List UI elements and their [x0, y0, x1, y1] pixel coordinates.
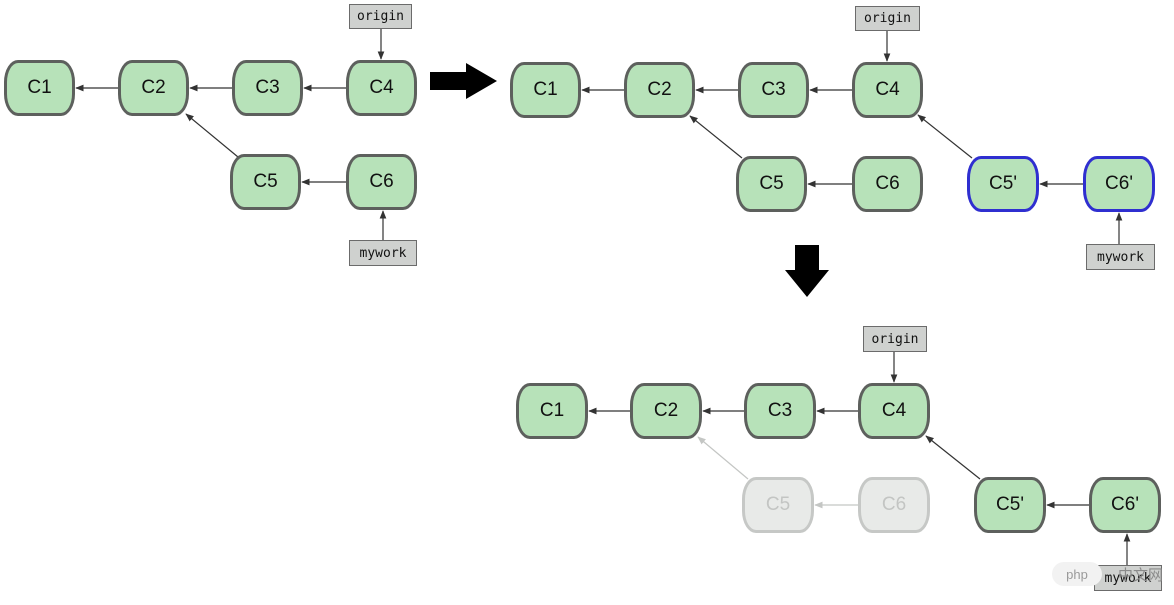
edge-c5-c2-faded	[697, 436, 749, 480]
commit-c1: C1	[516, 383, 588, 439]
mywork-ref: mywork	[1086, 244, 1155, 270]
watermark-badge: php	[1052, 562, 1102, 586]
commit-c3: C3	[744, 383, 816, 439]
mywork-ref: mywork	[349, 240, 417, 266]
commit-c1: C1	[4, 60, 75, 116]
commit-c2: C2	[118, 60, 189, 116]
commit-c2: C2	[624, 62, 695, 118]
commit-c6-prime: C6'	[1089, 477, 1161, 533]
edge-c5-c2	[689, 115, 743, 159]
commit-c3: C3	[738, 62, 809, 118]
commit-c5-prime: C5'	[974, 477, 1046, 533]
commit-c6: C6	[346, 154, 417, 210]
commit-c5-orphaned: C5	[742, 477, 814, 533]
commit-c1: C1	[510, 62, 581, 118]
mywork-ref: mywork	[1094, 565, 1162, 591]
commit-c6-orphaned: C6	[858, 477, 930, 533]
origin-ref: origin	[863, 326, 927, 352]
commit-c6: C6	[852, 156, 923, 212]
transition-arrow-down	[785, 245, 829, 297]
edge-c5-c2	[185, 113, 239, 158]
watermark-text: 中文网	[1118, 566, 1164, 584]
commit-c3: C3	[232, 60, 303, 116]
edge-c5p-c4	[925, 435, 981, 480]
origin-ref: origin	[349, 4, 412, 29]
commit-c4: C4	[346, 60, 417, 116]
commit-c2: C2	[630, 383, 702, 439]
commit-c4: C4	[852, 62, 923, 118]
origin-ref: origin	[855, 6, 920, 31]
transition-arrow-right	[430, 63, 497, 99]
commit-c5: C5	[736, 156, 807, 212]
commit-c6-prime: C6'	[1083, 156, 1155, 212]
commit-c5-prime: C5'	[967, 156, 1039, 212]
commit-c5: C5	[230, 154, 301, 210]
commit-c4: C4	[858, 383, 930, 439]
edge-c5p-c4	[917, 114, 973, 159]
